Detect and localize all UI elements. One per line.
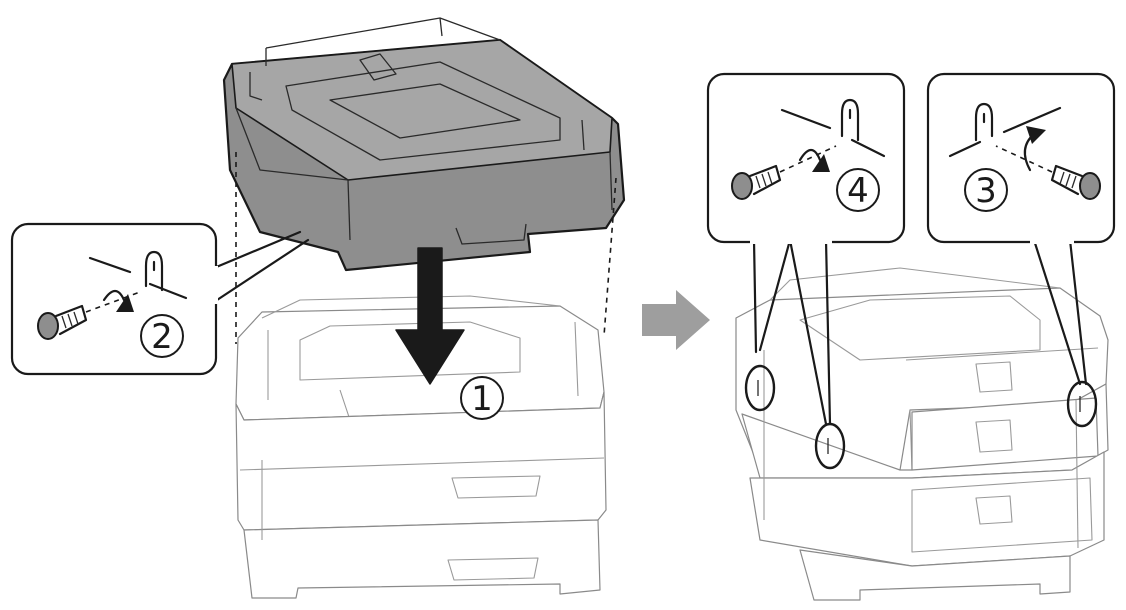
rotate-clockwise-icon [798,148,830,172]
step-number-1: 1 [471,379,493,419]
screw-position-marker [744,364,776,412]
step-number-3: 3 [975,171,997,211]
callout-step-4: 4 [706,72,906,426]
screw-position-marker [1066,380,1098,428]
step-badge-3: 3 [964,168,1008,212]
rotate-clockwise-icon [102,289,134,312]
assembled-stack [735,267,1109,601]
step-badge-1: 1 [460,376,504,420]
step-number-4: 4 [847,171,869,211]
alignment-guide-right [603,177,617,337]
step-number-2: 2 [151,317,173,357]
callout-left: 2 [10,222,310,376]
step-badge-4: 4 [836,168,880,212]
screw-icon [1050,164,1101,200]
screw-icon [37,304,88,340]
callout-step-3: 3 [926,72,1116,386]
mounting-tab-icon [974,102,994,142]
rotate-counterclockwise-icon [1023,126,1046,172]
mounting-tab-icon [144,250,164,292]
right-arrow-icon [642,290,710,350]
screw-icon [731,164,782,200]
down-arrow-icon [395,247,465,385]
optional-cassette-unit [222,17,626,272]
step-badge-2: 2 [140,314,184,358]
mounting-tab-icon [840,98,860,142]
lower-cassette-unit [235,295,607,599]
